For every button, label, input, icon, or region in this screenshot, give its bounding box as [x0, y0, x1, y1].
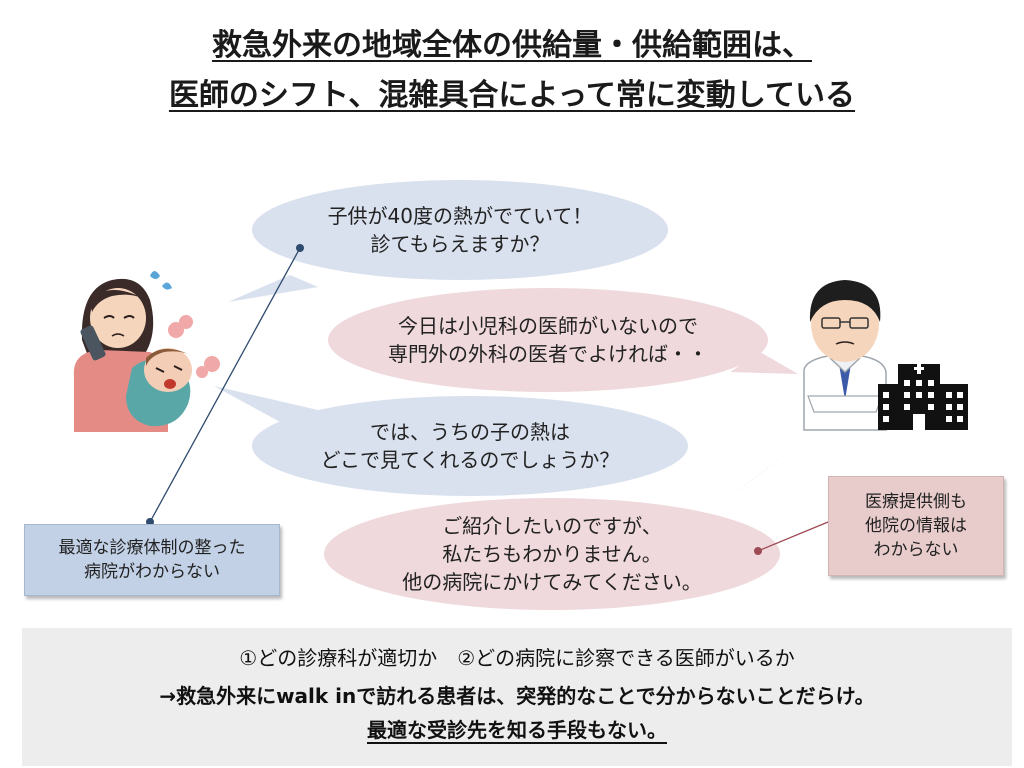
summary-line-2: →救急外来にwalk inで訪れる患者は、突発的なことで分からないことだらけ。: [159, 684, 875, 708]
summary-line-3-text: 最適な受診先を知る手段もない。: [367, 718, 667, 742]
summary-line-1: ①どの診療科が適切か ②どの病院に診察できる医師がいるか: [239, 646, 795, 670]
right-connector-dot: [754, 547, 762, 555]
left-note-line-2: 病院がわからない: [84, 562, 220, 582]
mother-with-crying-child-illustration: [73, 271, 220, 432]
right-note-line-3: わからない: [873, 540, 959, 560]
right-note-box: 医療提供側も 他院の情報は わからない: [828, 476, 1004, 576]
bubble-hospital-2-line-1: ご紹介したいのですが、: [442, 514, 662, 538]
bubble-patient-2-line-2: どこで見てくれるのでしょうか？: [320, 448, 620, 472]
bubble-patient-1-line-2: 診てもらえますか？: [370, 232, 550, 256]
summary-line-3: 最適な受診先を知る手段もない。: [22, 714, 1012, 743]
title-line-1: 救急外来の地域全体の供給量・供給範囲は、: [212, 28, 812, 63]
bubble-patient-2: [214, 386, 688, 496]
doctor-illustration: [803, 280, 887, 431]
bubble-hospital-1-line-2: 専門外の外科の医者でよければ・・: [388, 342, 708, 366]
bubble-patient-1-text: 子供が40度の熱がでていて！ 診てもらえますか？: [262, 202, 658, 258]
left-note-box: 最適な診療体制の整った 病院がわからない: [24, 524, 280, 596]
bubble-hospital-1: [328, 288, 798, 392]
left-connector-dot-top: [296, 244, 304, 252]
right-connector-line: [757, 521, 829, 552]
title-line-2: 医師のシフト、混雑具合によって常に変動している: [168, 78, 856, 113]
right-note-line-1: 医療提供側も: [865, 492, 967, 512]
bubble-patient-2-line-1: では、うちの子の熱は: [370, 420, 570, 444]
hospital-building-icon: [878, 364, 968, 430]
bubble-hospital-2-text: ご紹介したいのですが、 私たちもわかりません。 他の病院にかけてみてください。: [336, 512, 768, 596]
right-note-line-2: 他院の情報は: [865, 516, 967, 536]
bubble-hospital-2: [324, 444, 800, 610]
left-note-line-1: 最適な診療体制の整った: [58, 538, 246, 558]
left-connector-line: [149, 247, 301, 523]
bubble-hospital-1-line-1: 今日は小児科の医師がいないので: [398, 314, 698, 338]
bubble-hospital-2-line-3: 他の病院にかけてみてください。: [402, 570, 702, 594]
bubble-patient-1: [228, 180, 668, 302]
summary-panel: ①どの診療科が適切か ②どの病院に診察できる医師がいるか →救急外来にwalk …: [22, 628, 1012, 766]
bubble-patient-2-text: では、うちの子の熱は どこで見てくれるのでしょうか？: [262, 418, 678, 474]
bubble-hospital-1-text: 今日は小児科の医師がいないので 専門外の外科の医者でよければ・・: [338, 312, 758, 368]
bubble-hospital-2-line-2: 私たちもわかりません。: [442, 542, 662, 566]
bubble-patient-1-line-1: 子供が40度の熱がでていて！: [327, 204, 593, 228]
